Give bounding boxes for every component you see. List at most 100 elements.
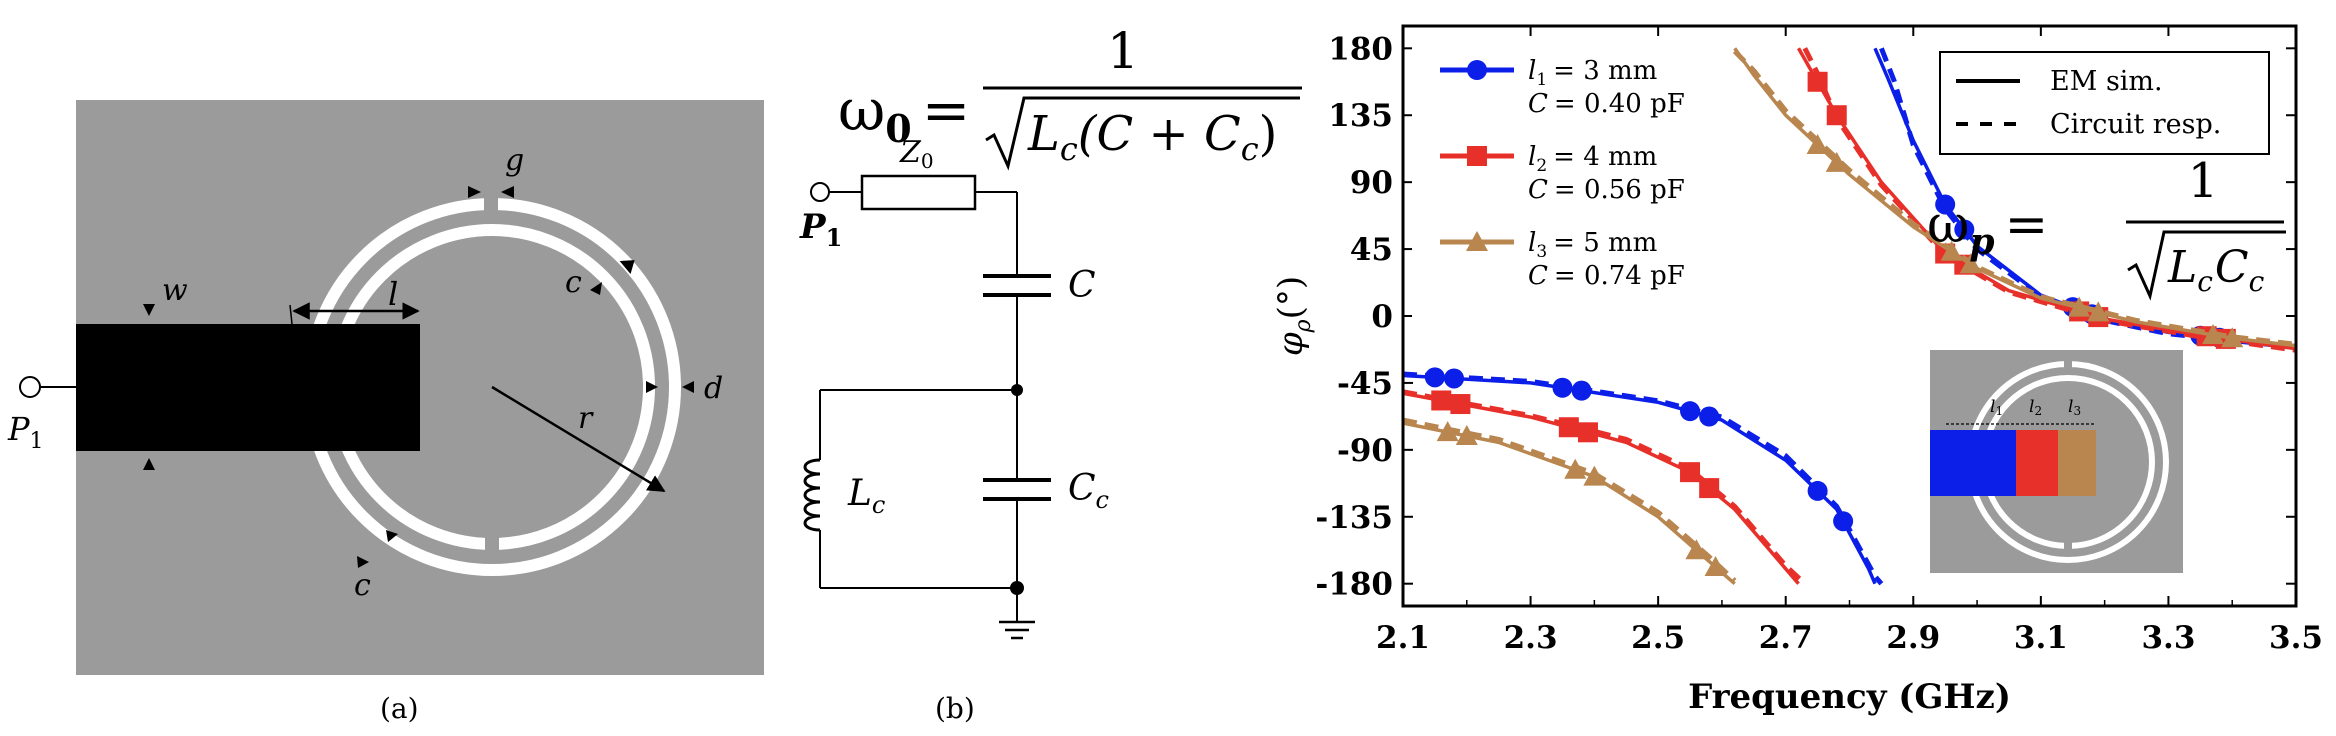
omegap-num: 1 (2188, 153, 2219, 209)
series-3-marker (2221, 327, 2244, 348)
label-port-a: P1 (7, 410, 44, 454)
w-top-arrow (143, 304, 155, 316)
d-left-arrow (646, 381, 658, 393)
label-ind-lc: Lc (847, 473, 885, 519)
legend-cap-2: C= 0.56 pF (1528, 175, 1685, 205)
omegap-sqrt (2127, 230, 2286, 301)
series-1-marker (1680, 401, 1701, 422)
y-tick-label: 90 (1350, 165, 1393, 201)
series-3-marker (1685, 539, 1708, 560)
series-2-marker (1699, 478, 1720, 499)
y-tick-label: -90 (1337, 433, 1393, 469)
label-c-bottom: c (354, 568, 371, 603)
c-bottom-arrow-1 (386, 530, 398, 542)
inset-geometry: l1 l2 l3 (1930, 350, 2183, 573)
series-1-marker (1552, 377, 1573, 398)
label-r: r (578, 401, 594, 436)
c-bottom-arrow-2 (357, 556, 369, 568)
z0-resistor (860, 174, 977, 211)
series-1-marker (1935, 194, 1956, 215)
y-tick-label: 0 (1371, 299, 1393, 335)
inset-label-l1: l1 (1990, 397, 2003, 418)
outer-ring-gap (484, 188, 498, 212)
omega0-sqrt (985, 96, 1300, 171)
legend-marker-1 (1467, 60, 1487, 80)
series-3-marker (2068, 296, 2091, 317)
c-top-arrow-1 (619, 260, 635, 274)
y-tick-label: -135 (1315, 500, 1393, 536)
label-cap-c: C (1068, 265, 1096, 306)
y-tick-label: 45 (1350, 232, 1393, 268)
legend-marker-2 (1467, 146, 1487, 166)
chart-series-layer (1403, 47, 2296, 586)
series-3-marker (1583, 465, 1606, 486)
omega0-lhs: ω0= (838, 76, 970, 151)
inductor-lc (803, 458, 821, 532)
series-3-circuit-line (1403, 49, 2296, 583)
series-3-marker (1959, 253, 1982, 274)
l-tick-left (289, 304, 293, 325)
series-1-marker (1424, 367, 1445, 388)
y-axis-title: φρ(°) (1271, 276, 1316, 356)
label-d: d (704, 371, 723, 406)
x-tick-label: 2.9 (1886, 620, 1940, 656)
omega-p-equation: ωp= 1 LcCc (1927, 153, 2286, 301)
feed-strip (76, 324, 420, 451)
inset-gap-bottom (2064, 542, 2072, 552)
x-tick-label: 2.3 (1504, 620, 1558, 656)
panel-b: ω0= 1 Lc(C + Cc) Z0 P1 C Cc Lc (b) (799, 22, 1302, 725)
legend-cap-3: C= 0.74 pF (1528, 261, 1685, 291)
x-tick-label: 3.5 (2269, 620, 2323, 656)
series-3-marker (1704, 555, 1727, 576)
omegap-den: LcCc (2167, 242, 2265, 298)
label-g: g (505, 143, 524, 178)
y-tick-label: -45 (1337, 366, 1393, 402)
series-3-marker (1940, 240, 1963, 261)
legend-cap-1: C= 0.40 pF (1528, 89, 1685, 119)
port-circle-b (810, 182, 830, 202)
series-3-marker (1436, 421, 1459, 442)
series-2-marker (1450, 394, 1471, 415)
plot-frame (1401, 24, 2298, 608)
label-cap-cc: Cc (1068, 468, 1109, 514)
x-tick-label: 2.1 (1376, 620, 1430, 656)
inset-label-l2: l2 (2029, 397, 2042, 418)
style-legend-box (1939, 51, 2270, 155)
series-2-marker (1431, 390, 1452, 411)
inner-ring-gap (485, 536, 499, 560)
x-axis-title: Frequency (GHz) (1688, 677, 2011, 717)
c-top-arrow-2 (590, 282, 602, 295)
x-tick-label: 2.7 (1759, 620, 1813, 656)
series-2-marker (1826, 105, 1847, 126)
legend-name-2: l2= 4 mm (1528, 142, 1657, 176)
legend-name-3: l3= 5 mm (1528, 228, 1657, 262)
style-legend: EM sim. Circuit resp. (1939, 51, 2270, 155)
series-legend-bg (1412, 40, 1644, 340)
omega0-num: 1 (1107, 22, 1139, 80)
inset-strip-l3 (2058, 430, 2096, 496)
series-3-marker (1455, 424, 1478, 445)
series-1-marker (1444, 368, 1465, 389)
inset-gap-top (2064, 360, 2072, 370)
series-1-marker (1954, 219, 1975, 240)
inset-strip-l1 (1930, 430, 2016, 496)
series-3-marker (2202, 324, 2225, 345)
y-tick-label: 135 (1328, 98, 1393, 134)
legend-circuit-label: Circuit resp. (2050, 109, 2221, 140)
omegap-lhs: ωp= (1927, 195, 2048, 263)
series-1-marker (1699, 406, 1720, 427)
series-2-marker (1577, 422, 1598, 443)
y-tick-label: 180 (1328, 31, 1393, 67)
w-bottom-arrow (143, 458, 155, 470)
omega0-den: Lc(C + Cc) (1027, 106, 1277, 168)
series-1-marker (1833, 511, 1854, 532)
panel-a: w l g c d r c P1 (a) (7, 100, 764, 725)
g-left-arrow (468, 186, 481, 198)
x-tick-label: 3.3 (2141, 620, 2195, 656)
series-3-marker (2087, 301, 2110, 322)
series-1-circuit-line (1403, 47, 2296, 586)
d-right-arrow (682, 381, 694, 393)
series-3-marker (1806, 133, 1829, 154)
